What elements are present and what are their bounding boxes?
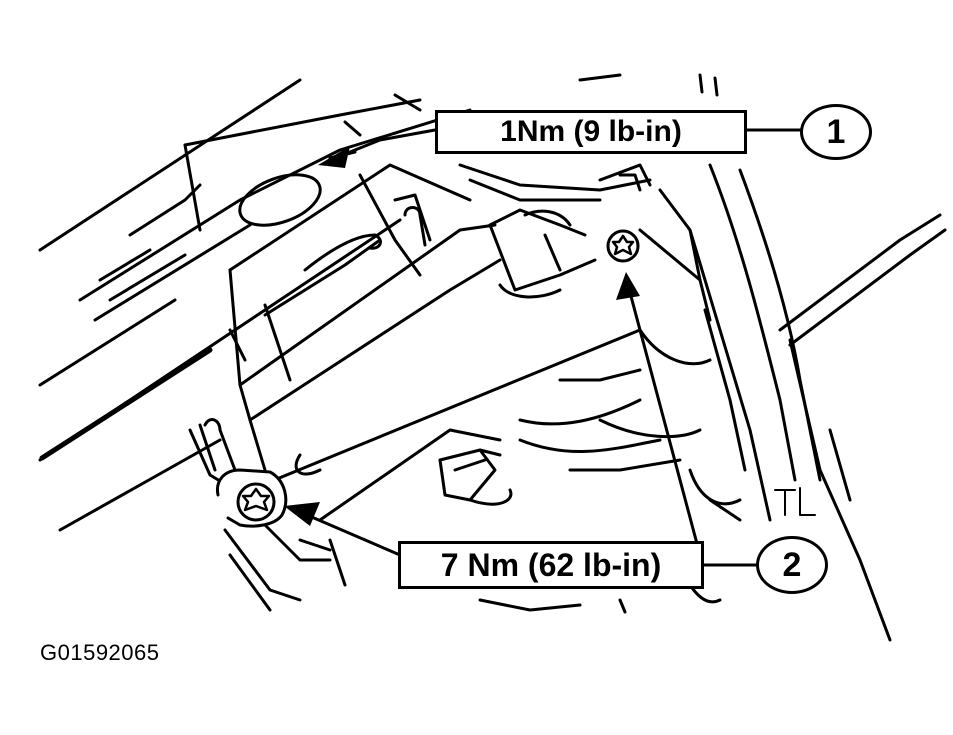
torque-label-1: 1Nm (9 lb-in) [435,110,747,154]
callout-2: 2 [756,536,828,594]
callout-1: 1 [800,104,872,160]
figure-id: G01592065 [40,640,160,665]
torque-label-2: 7 Nm (62 lb-in) [398,541,704,589]
tl-mark: TL [770,490,793,513]
